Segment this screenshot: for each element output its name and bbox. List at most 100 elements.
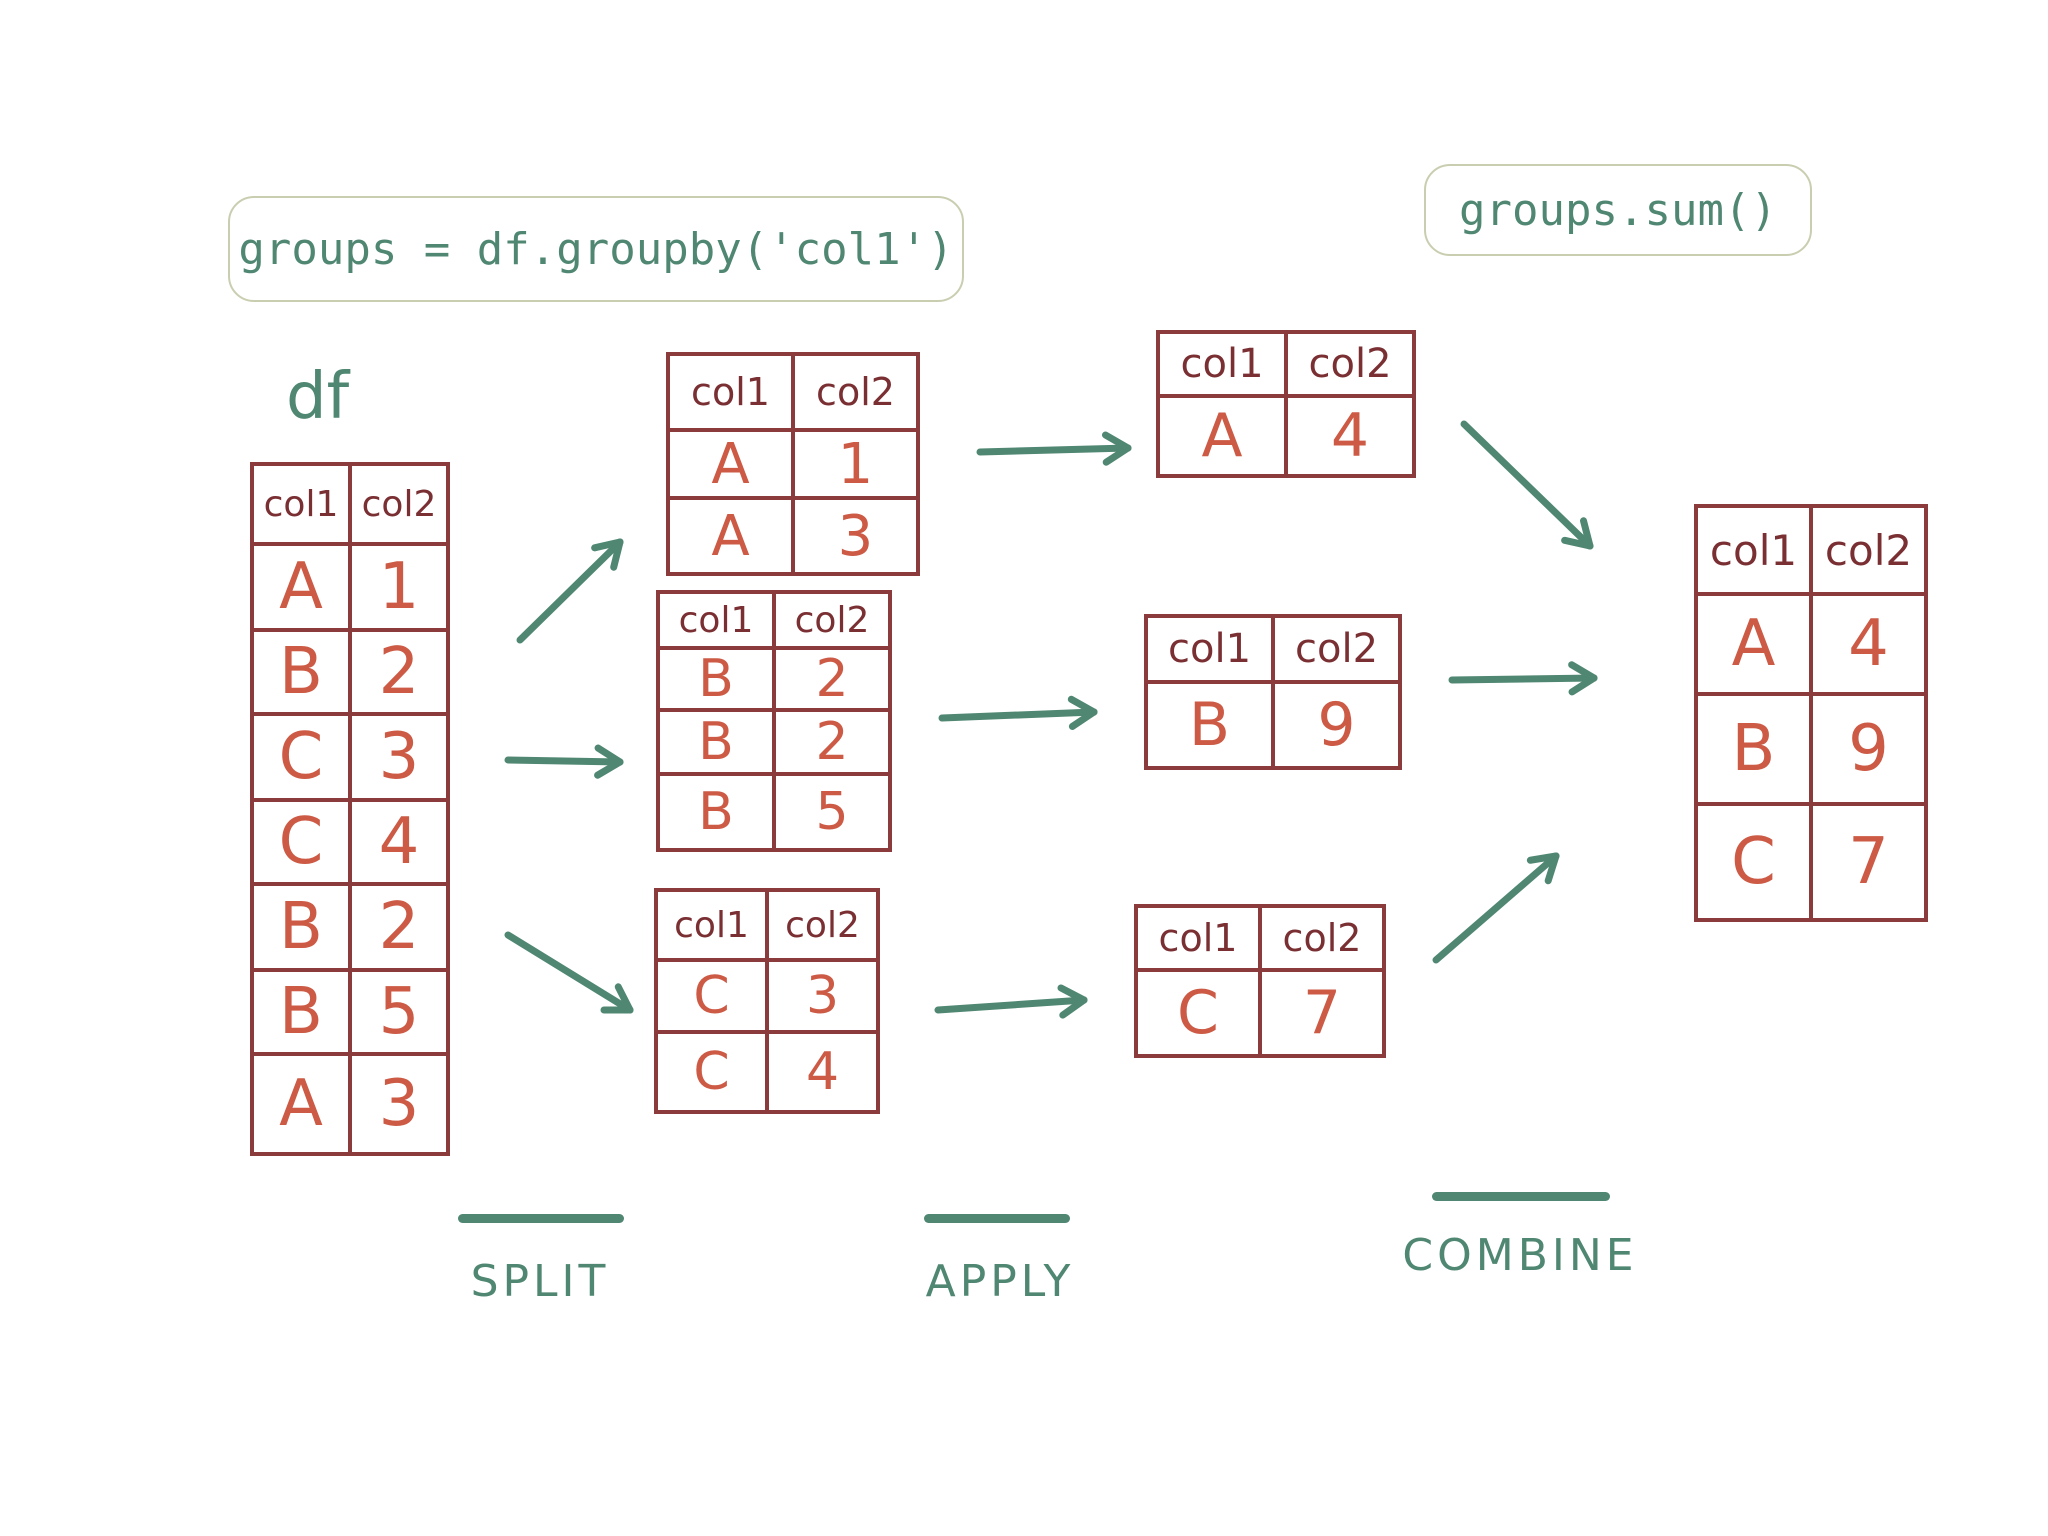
key-cell: A — [254, 1056, 352, 1152]
table-header: col1 col2 — [660, 594, 888, 650]
header-cell-col2: col2 — [1308, 341, 1392, 387]
combine-arrow-c — [1432, 852, 1560, 964]
value-cell: 4 — [805, 1042, 840, 1102]
value-cell: 7 — [1302, 978, 1342, 1048]
value-cell: 1 — [378, 550, 420, 624]
key-cell: A — [670, 500, 795, 572]
split-bar — [458, 1214, 624, 1223]
key-cell: A — [254, 546, 352, 628]
value-cell: 5 — [378, 975, 420, 1049]
split-arrow-b — [504, 744, 624, 779]
value-cell: 2 — [378, 635, 420, 709]
apply-label: APPLY — [925, 1256, 1075, 1307]
key-cell: C — [658, 962, 769, 1030]
key-cell: B — [254, 632, 352, 712]
split-label: SPLIT — [470, 1256, 610, 1307]
groupby-code-box: groups = df.groupby('col1') — [228, 196, 964, 302]
key-cell: B — [1698, 696, 1813, 802]
key-cell: C — [1138, 972, 1262, 1054]
header-cell-col2: col2 — [1282, 916, 1362, 960]
table-header: col1 col2 — [1148, 618, 1398, 684]
apply-bar — [924, 1214, 1070, 1223]
value-cell: 7 — [1848, 825, 1889, 899]
groupby-code-text: groups = df.groupby('col1') — [238, 223, 954, 275]
apply-arrow-a — [976, 431, 1132, 466]
header-cell-col1: col1 — [1698, 508, 1813, 592]
value-cell: 4 — [1330, 401, 1370, 471]
header-cell-col2: col2 — [1294, 626, 1379, 672]
header-cell-col1: col1 — [660, 594, 776, 646]
header-cell-col2: col2 — [1824, 525, 1913, 575]
header-cell-col1: col1 — [658, 892, 769, 958]
value-cell: 3 — [805, 966, 840, 1026]
combine-bar — [1432, 1192, 1610, 1201]
header-cell-col2: col2 — [794, 599, 870, 641]
header-cell-col2: col2 — [785, 904, 860, 946]
value-cell: 9 — [1848, 712, 1889, 786]
df-label: df — [286, 360, 350, 434]
table-header: col1 col2 — [670, 356, 916, 432]
key-cell: C — [1698, 806, 1813, 918]
key-cell: B — [254, 972, 352, 1052]
value-cell: 4 — [1848, 607, 1889, 681]
value-cell: 5 — [815, 782, 849, 842]
header-cell-col2: col2 — [361, 483, 437, 525]
key-cell: C — [254, 716, 352, 798]
combine-label: COMBINE — [1402, 1230, 1638, 1281]
combine-arrow-a — [1460, 420, 1594, 550]
header-cell-col1: col1 — [1148, 618, 1275, 680]
key-cell: A — [1160, 398, 1288, 474]
key-cell: B — [660, 776, 776, 848]
split-arrow-c — [504, 931, 634, 1014]
key-cell: B — [660, 712, 776, 772]
apply-arrow-c — [934, 984, 1088, 1019]
value-cell: 2 — [378, 890, 420, 964]
value-cell: 2 — [815, 712, 849, 772]
value-cell: 3 — [378, 720, 420, 794]
split-arrow-a — [516, 538, 624, 644]
key-cell: C — [254, 802, 352, 882]
combine-arrow-b — [1448, 661, 1598, 696]
key-cell: B — [1148, 684, 1275, 766]
header-cell-col1: col1 — [254, 466, 352, 542]
header-cell-col2: col2 — [816, 370, 895, 414]
header-cell-col1: col1 — [670, 356, 795, 428]
value-cell: 4 — [378, 805, 420, 879]
key-cell: A — [1698, 596, 1813, 692]
value-cell: 2 — [815, 649, 849, 709]
apply-arrow-b — [938, 695, 1098, 730]
key-cell: B — [254, 886, 352, 968]
key-cell: B — [660, 649, 776, 709]
value-cell: 3 — [837, 503, 874, 569]
value-cell: 3 — [378, 1067, 420, 1141]
